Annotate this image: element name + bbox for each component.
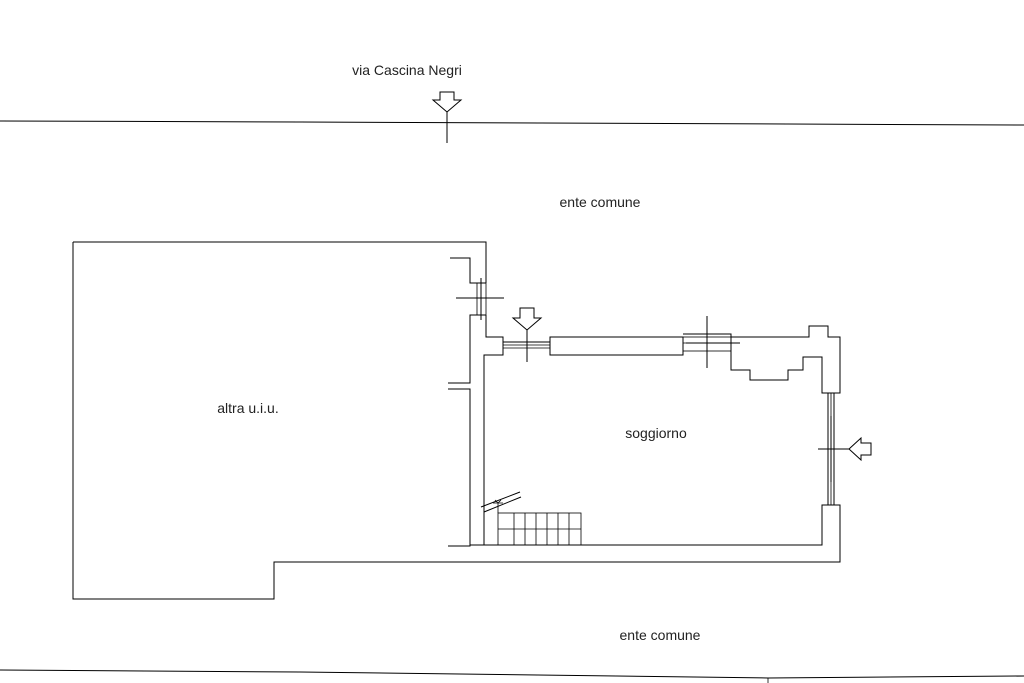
room-entrance-arrow-icon: [511, 307, 543, 362]
staircase: [480, 491, 582, 546]
common-area-top-label: ente comune: [560, 194, 641, 210]
side-entrance-arrow-icon: [848, 436, 872, 462]
living-room-outline: [484, 504, 841, 562]
side-window: [456, 278, 504, 320]
living-room-label: soggiorno: [625, 425, 687, 441]
common-area-bottom-label: ente comune: [620, 627, 701, 643]
right-window: [818, 393, 850, 505]
street-entrance-arrow-icon: [431, 91, 463, 143]
bottom-boundary-line: [0, 669, 1024, 679]
street-boundary-line: [0, 120, 1024, 126]
living-room-top-wall: [503, 336, 684, 356]
other-unit-outline: [72, 241, 841, 600]
other-unit-label: altra u.i.u.: [217, 400, 278, 416]
pillar-block: [683, 325, 841, 394]
french-door: [682, 316, 740, 368]
street-name-label: via Cascina Negri: [352, 62, 462, 78]
